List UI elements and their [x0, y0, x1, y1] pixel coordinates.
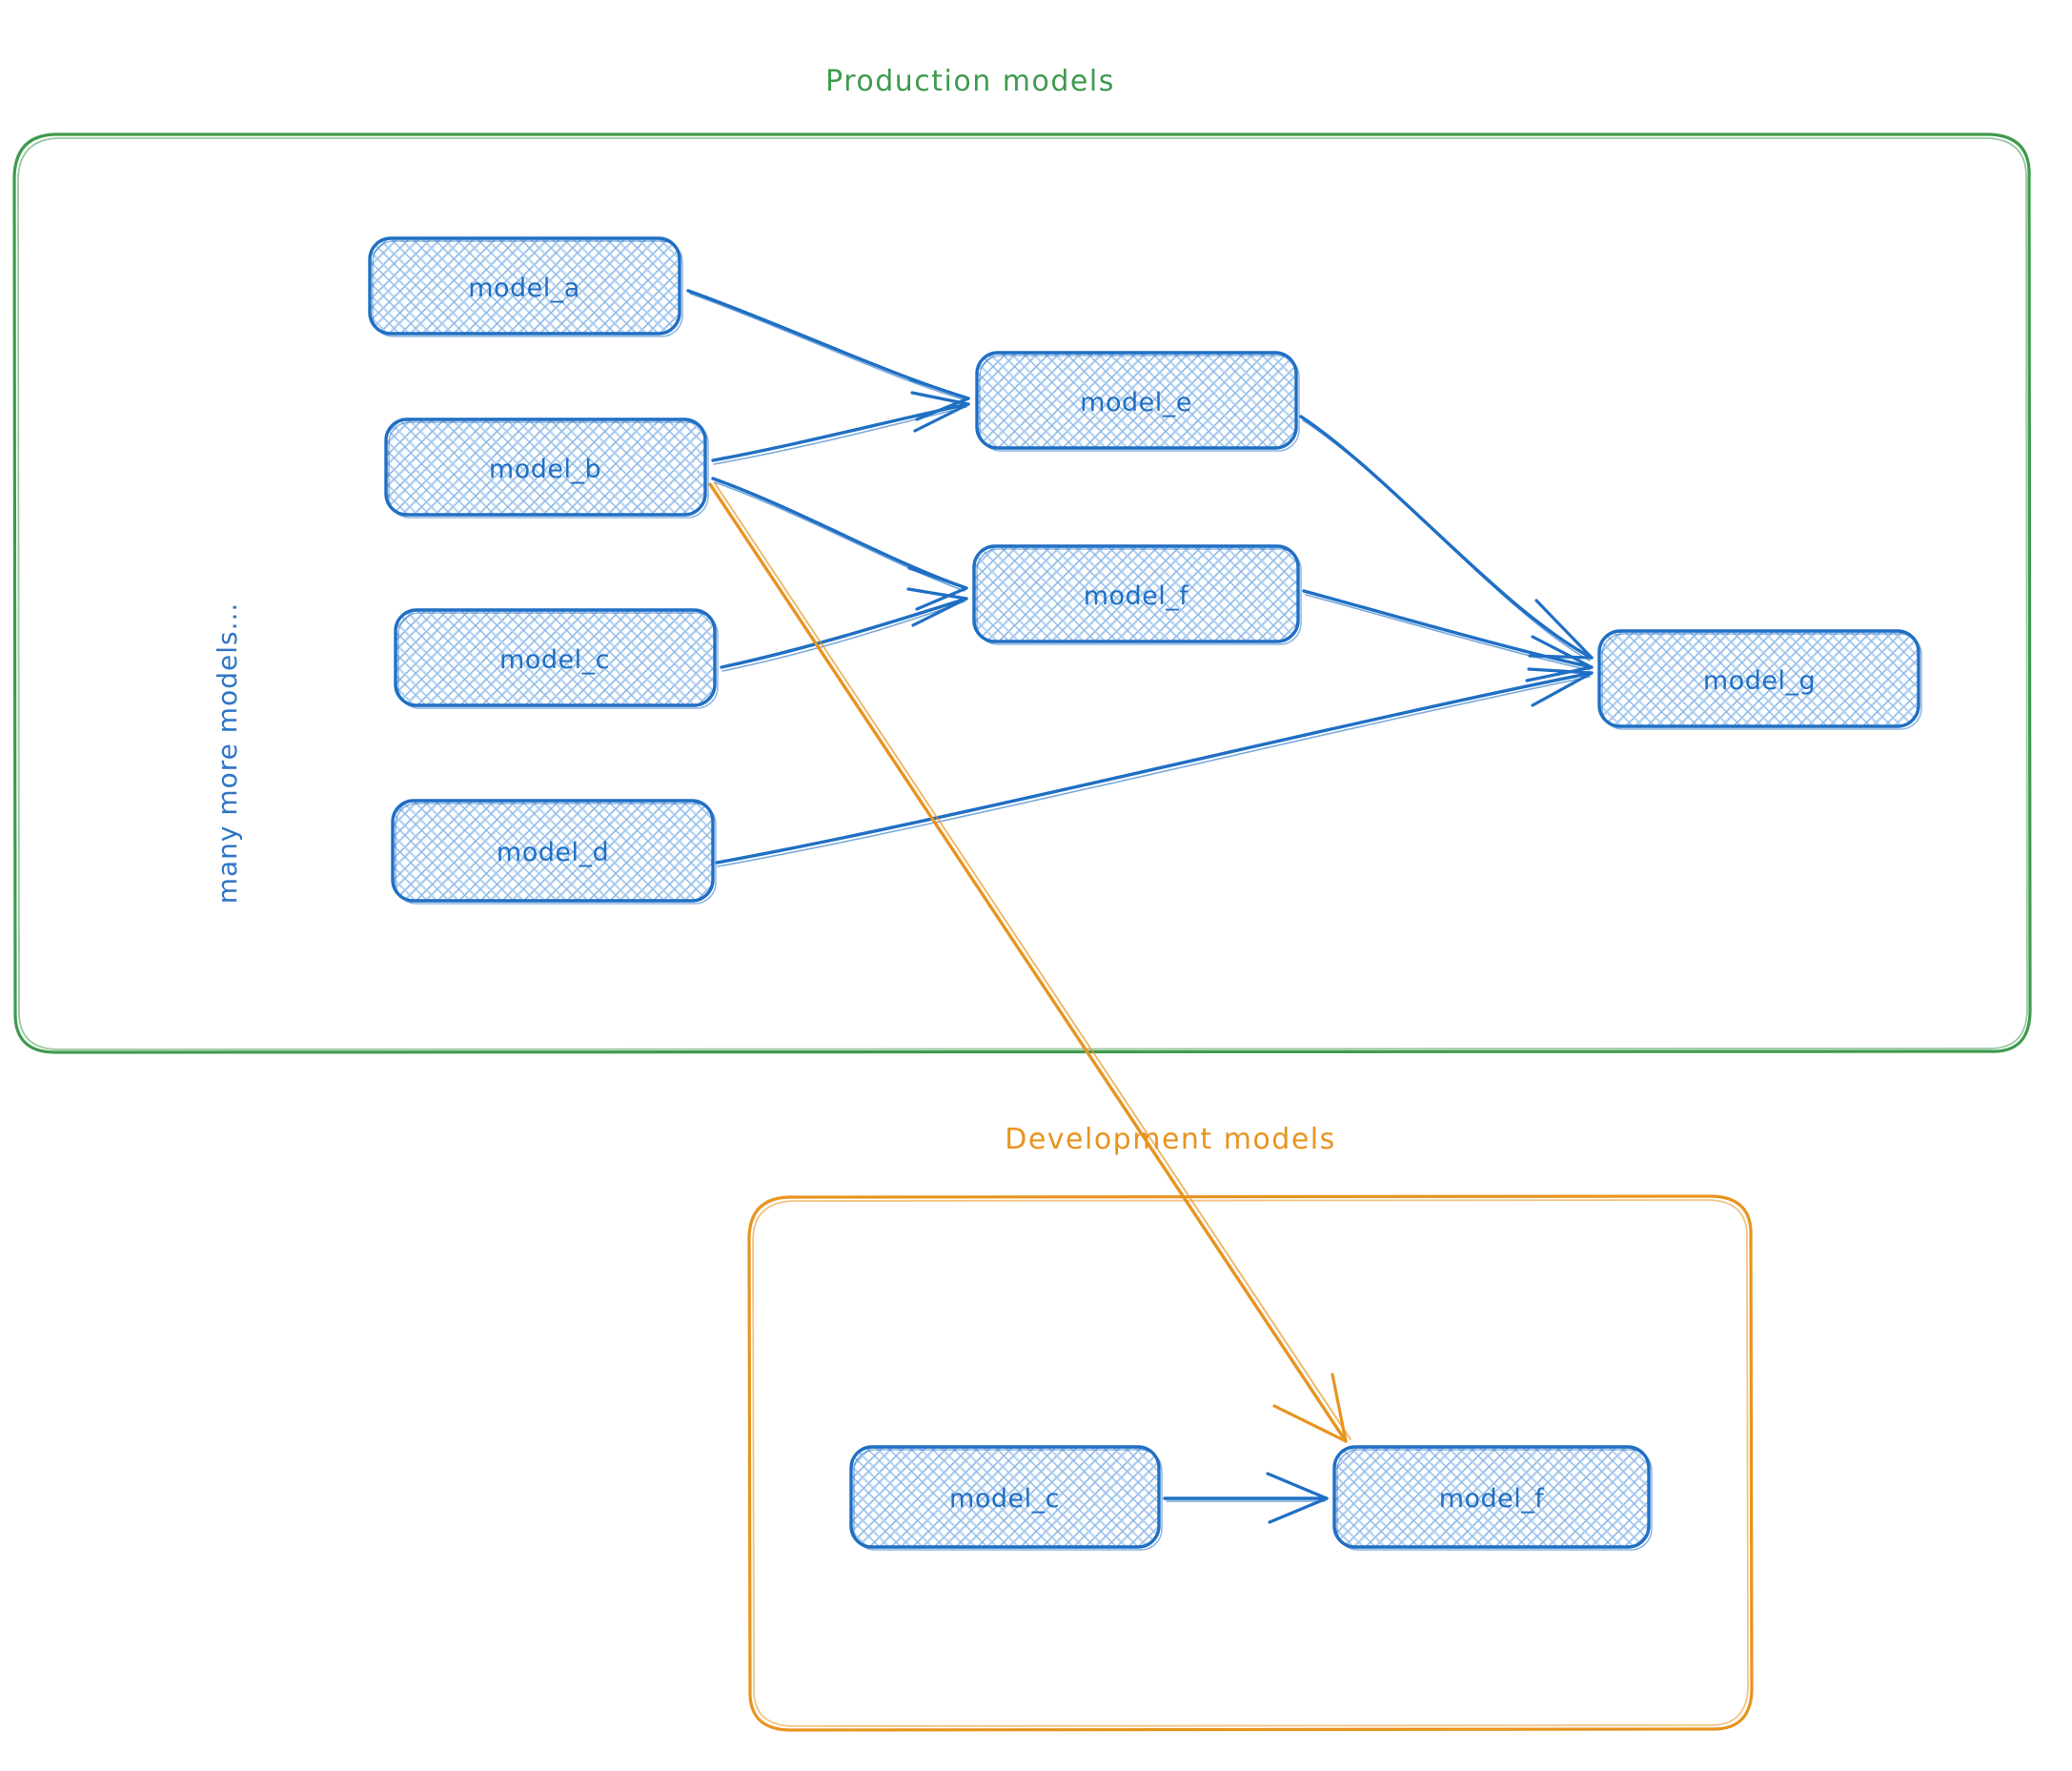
edge-e-to-g [1299, 415, 1594, 662]
side-note-many-more-models: many more models... [212, 602, 243, 905]
development-group-border-sketch [752, 1199, 1749, 1727]
node-prod-model-b[interactable]: model_b [384, 417, 709, 519]
node-dev-model-f[interactable]: model_f [1332, 1445, 1653, 1551]
node-label-dev-model-f: model_f [1439, 1484, 1546, 1514]
node-label-prod-model-d: model_d [497, 838, 609, 867]
edge-b-to-e [711, 391, 970, 465]
development-group-title: Development models [1005, 1123, 1336, 1156]
edge-b-to-f [711, 477, 968, 611]
development-group-border [747, 1194, 1754, 1732]
nodes-layer: model_a model_b model_c [368, 236, 1922, 1551]
production-group-border-sketch [17, 137, 2028, 1050]
node-prod-model-c[interactable]: model_c [394, 608, 719, 709]
node-prod-model-e[interactable]: model_e [975, 351, 1300, 452]
group-container-production: Production models [12, 65, 2032, 1054]
edge-b-to-dev-f [708, 482, 1351, 1443]
node-label-prod-model-a: model_a [468, 274, 580, 303]
node-label-prod-model-b: model_b [489, 455, 601, 484]
edge-f-to-g [1302, 589, 1594, 682]
production-group-border [12, 132, 2032, 1054]
edge-d-to-g [715, 667, 1594, 867]
many-more-models-label: many more models... [212, 602, 243, 905]
edges-layer [686, 289, 1594, 1524]
production-group-title: Production models [825, 65, 1115, 98]
edge-devc-to-devf [1163, 1472, 1329, 1524]
node-prod-model-d[interactable]: model_d [391, 799, 717, 905]
node-label-prod-model-e: model_e [1080, 388, 1192, 417]
edge-a-to-e [686, 289, 970, 421]
node-label-prod-model-f: model_f [1084, 581, 1190, 611]
node-dev-model-c[interactable]: model_c [849, 1445, 1163, 1551]
node-label-prod-model-c: model_c [499, 645, 610, 675]
edge-c-to-f [720, 587, 968, 672]
group-container-development: Development models [747, 1123, 1754, 1732]
node-prod-model-a[interactable]: model_a [368, 236, 683, 337]
node-label-dev-model-c: model_c [949, 1484, 1060, 1514]
node-prod-model-g[interactable]: model_g [1597, 629, 1922, 730]
node-label-prod-model-g: model_g [1703, 666, 1816, 696]
node-prod-model-f[interactable]: model_f [972, 544, 1302, 645]
